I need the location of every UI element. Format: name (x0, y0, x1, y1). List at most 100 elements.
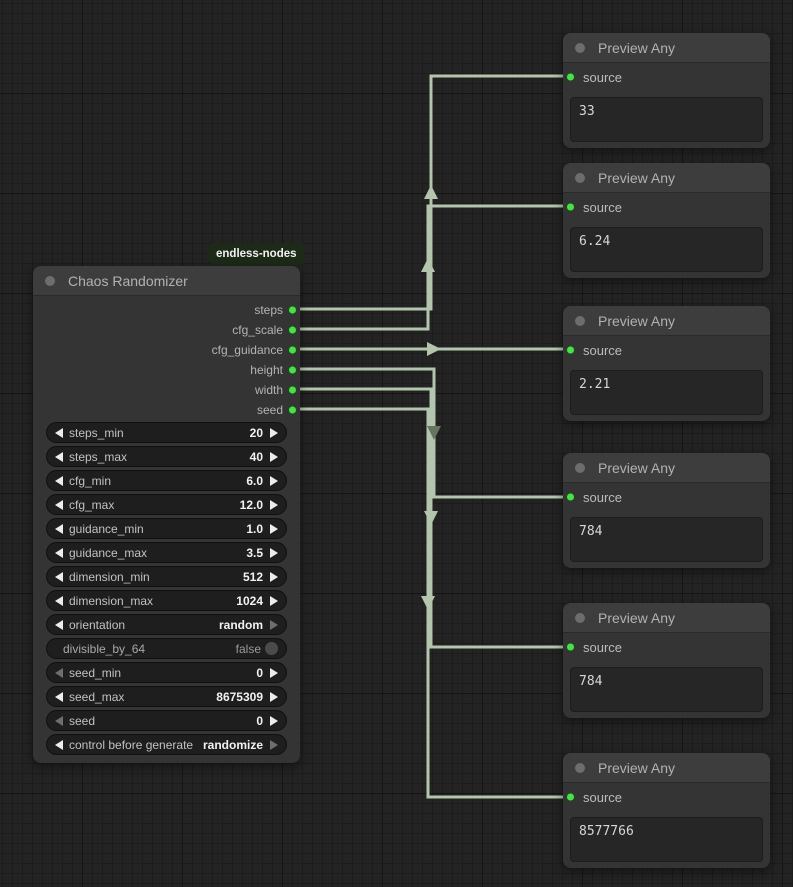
node-title-bar[interactable]: Preview Any (563, 453, 770, 483)
widget-value[interactable]: 512 (242, 569, 263, 584)
collapse-dot-icon[interactable] (575, 172, 585, 183)
decrement-arrow-icon[interactable] (55, 667, 63, 678)
toggle-off-icon[interactable] (265, 642, 278, 655)
output-dot-icon[interactable] (288, 305, 297, 315)
node-preview-any-3[interactable]: Preview Any source 2.21 (563, 306, 770, 421)
node-preview-any-2[interactable]: Preview Any source 6.24 (563, 163, 770, 278)
widget-value[interactable]: 3.5 (246, 545, 263, 560)
widget-steps-max[interactable]: steps_max 40 (47, 447, 286, 466)
widget-guidance-min[interactable]: guidance_min 1.0 (47, 519, 286, 538)
widget-dimension-max[interactable]: dimension_max 1024 (47, 591, 286, 610)
preview-value-box[interactable]: 784 (570, 517, 763, 562)
preview-value-box[interactable]: 6.24 (570, 227, 763, 272)
preview-value-box[interactable]: 8577766 (570, 817, 763, 862)
input-label: source (583, 789, 623, 805)
increment-arrow-icon[interactable] (270, 715, 278, 726)
node-title: Preview Any (598, 39, 676, 56)
widget-guidance-max[interactable]: guidance_max 3.5 (47, 543, 286, 562)
widget-seed[interactable]: seed 0 (47, 711, 286, 730)
increment-arrow-icon[interactable] (270, 595, 278, 606)
collapse-dot-icon[interactable] (575, 42, 585, 53)
node-title-bar[interactable]: Preview Any (563, 306, 770, 336)
preview-value-box[interactable]: 784 (570, 667, 763, 712)
input-dot-icon[interactable] (566, 202, 575, 212)
input-dot-icon[interactable] (566, 792, 575, 802)
output-dot-icon[interactable] (288, 385, 297, 395)
widget-value[interactable]: randomize (202, 737, 263, 752)
increment-arrow-icon[interactable] (270, 523, 278, 534)
input-label: source (583, 69, 623, 85)
collapse-dot-icon[interactable] (575, 315, 585, 326)
widget-steps-min[interactable]: steps_min 20 (47, 423, 286, 442)
widget-seed-min[interactable]: seed_min 0 (47, 663, 286, 682)
increment-arrow-icon[interactable] (270, 427, 278, 438)
decrement-arrow-icon[interactable] (55, 571, 63, 582)
node-chaos-randomizer[interactable]: Chaos Randomizer steps cfg_scale cfg_gui… (33, 266, 300, 763)
prev-option-arrow-icon[interactable] (55, 619, 63, 630)
input-slot-source: source (563, 63, 770, 91)
node-preview-any-4[interactable]: Preview Any source 784 (563, 453, 770, 568)
decrement-arrow-icon[interactable] (55, 715, 63, 726)
prev-option-arrow-icon[interactable] (55, 739, 63, 750)
increment-arrow-icon[interactable] (270, 667, 278, 678)
decrement-arrow-icon[interactable] (55, 523, 63, 534)
input-dot-icon[interactable] (566, 642, 575, 652)
input-dot-icon[interactable] (566, 492, 575, 502)
widget-value[interactable]: 0 (256, 713, 263, 728)
node-title-bar[interactable]: Preview Any (563, 753, 770, 783)
decrement-arrow-icon[interactable] (55, 547, 63, 558)
widget-value[interactable]: 40 (249, 449, 263, 464)
widget-value[interactable]: 12.0 (239, 497, 263, 512)
widget-value[interactable]: 8675309 (216, 689, 263, 704)
widget-dimension-min[interactable]: dimension_min 512 (47, 567, 286, 586)
output-dot-icon[interactable] (288, 405, 297, 415)
collapse-dot-icon[interactable] (575, 462, 585, 473)
increment-arrow-icon[interactable] (270, 475, 278, 486)
decrement-arrow-icon[interactable] (55, 451, 63, 462)
widget-orientation[interactable]: orientation random (47, 615, 286, 634)
input-dot-icon[interactable] (566, 72, 575, 82)
widget-value[interactable]: 1024 (236, 593, 263, 608)
output-dot-icon[interactable] (288, 325, 297, 335)
decrement-arrow-icon[interactable] (55, 595, 63, 606)
increment-arrow-icon[interactable] (270, 547, 278, 558)
node-preview-any-1[interactable]: Preview Any source 33 (563, 33, 770, 148)
node-title-bar[interactable]: Preview Any (563, 603, 770, 633)
widget-value[interactable]: 20 (249, 425, 263, 440)
increment-arrow-icon[interactable] (270, 571, 278, 582)
increment-arrow-icon[interactable] (270, 691, 278, 702)
increment-arrow-icon[interactable] (270, 499, 278, 510)
collapse-dot-icon[interactable] (45, 275, 55, 286)
node-title-bar[interactable]: Preview Any (563, 163, 770, 193)
collapse-dot-icon[interactable] (575, 612, 585, 623)
widget-divisible-by-64[interactable]: divisible_by_64 false (47, 639, 286, 658)
node-preview-any-5[interactable]: Preview Any source 784 (563, 603, 770, 718)
widget-label: guidance_max (69, 545, 148, 560)
widget-seed-max[interactable]: seed_max 8675309 (47, 687, 286, 706)
widget-control-before-generate[interactable]: control before generate randomize (47, 735, 286, 754)
output-label: width (254, 383, 283, 397)
decrement-arrow-icon[interactable] (55, 499, 63, 510)
output-dot-icon[interactable] (288, 365, 297, 375)
widget-value[interactable]: 6.0 (246, 473, 263, 488)
preview-value-box[interactable]: 33 (570, 97, 763, 142)
increment-arrow-icon[interactable] (270, 451, 278, 462)
widget-value[interactable]: 0 (256, 665, 263, 680)
collapse-dot-icon[interactable] (575, 762, 585, 773)
decrement-arrow-icon[interactable] (55, 427, 63, 438)
widget-value[interactable]: random (218, 617, 263, 632)
node-preview-any-6[interactable]: Preview Any source 8577766 (563, 753, 770, 868)
node-title-bar[interactable]: Chaos Randomizer (33, 266, 300, 296)
input-dot-icon[interactable] (566, 345, 575, 355)
widget-cfg-max[interactable]: cfg_max 12.0 (47, 495, 286, 514)
next-option-arrow-icon[interactable] (270, 619, 278, 630)
next-option-arrow-icon[interactable] (270, 739, 278, 750)
decrement-arrow-icon[interactable] (55, 475, 63, 486)
widget-cfg-min[interactable]: cfg_min 6.0 (47, 471, 286, 490)
decrement-arrow-icon[interactable] (55, 691, 63, 702)
preview-value-box[interactable]: 2.21 (570, 370, 763, 415)
output-dot-icon[interactable] (288, 345, 297, 355)
node-title-bar[interactable]: Preview Any (563, 33, 770, 63)
widget-value[interactable]: 1.0 (246, 521, 263, 536)
